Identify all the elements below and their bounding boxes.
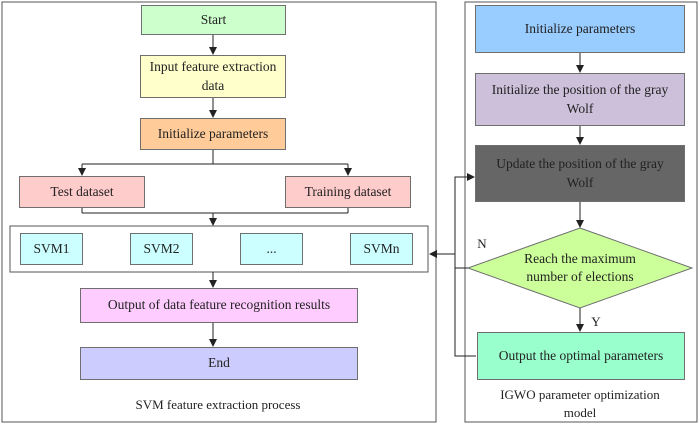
input-data-box: Input feature extraction data (140, 55, 286, 98)
decision-label: Reach the maximum number of elections (524, 250, 636, 284)
yes-branch-label: Y (591, 314, 601, 329)
arrow-to-svm-group (429, 250, 476, 357)
output-optimal-params-box: Output the optimal parameters (477, 332, 685, 380)
init-wolf-position-box: Initialize the position of the gray Wolf (475, 73, 685, 126)
start-box: Start (141, 5, 286, 35)
loop-no-branch (454, 173, 475, 269)
left-panel-frame (1, 1, 437, 423)
svmn-box: SVMn (350, 233, 413, 265)
output-results-box: Output of data feature recognition resul… (80, 288, 358, 323)
left-panel-caption: SVM feature extraction process (135, 397, 301, 412)
no-branch-label: N (477, 236, 487, 251)
right-panel-caption: IGWO parameter optimization model (500, 387, 660, 420)
end-box: End (80, 347, 358, 380)
svm2-box: SVM2 (130, 233, 193, 265)
svm-ellipsis-box: ... (240, 233, 303, 265)
svm-group-frame (9, 225, 429, 273)
test-dataset-box: Test dataset (19, 176, 145, 208)
update-wolf-position-box: Update the position of the gray Wolf (475, 145, 685, 202)
svm1-box: SVM1 (20, 233, 83, 265)
right-panel-frame (464, 1, 698, 423)
init-params-box: Initialize parameters (140, 118, 286, 150)
training-dataset-box: Training dataset (285, 176, 411, 208)
right-init-params-box: Initialize parameters (475, 5, 685, 53)
